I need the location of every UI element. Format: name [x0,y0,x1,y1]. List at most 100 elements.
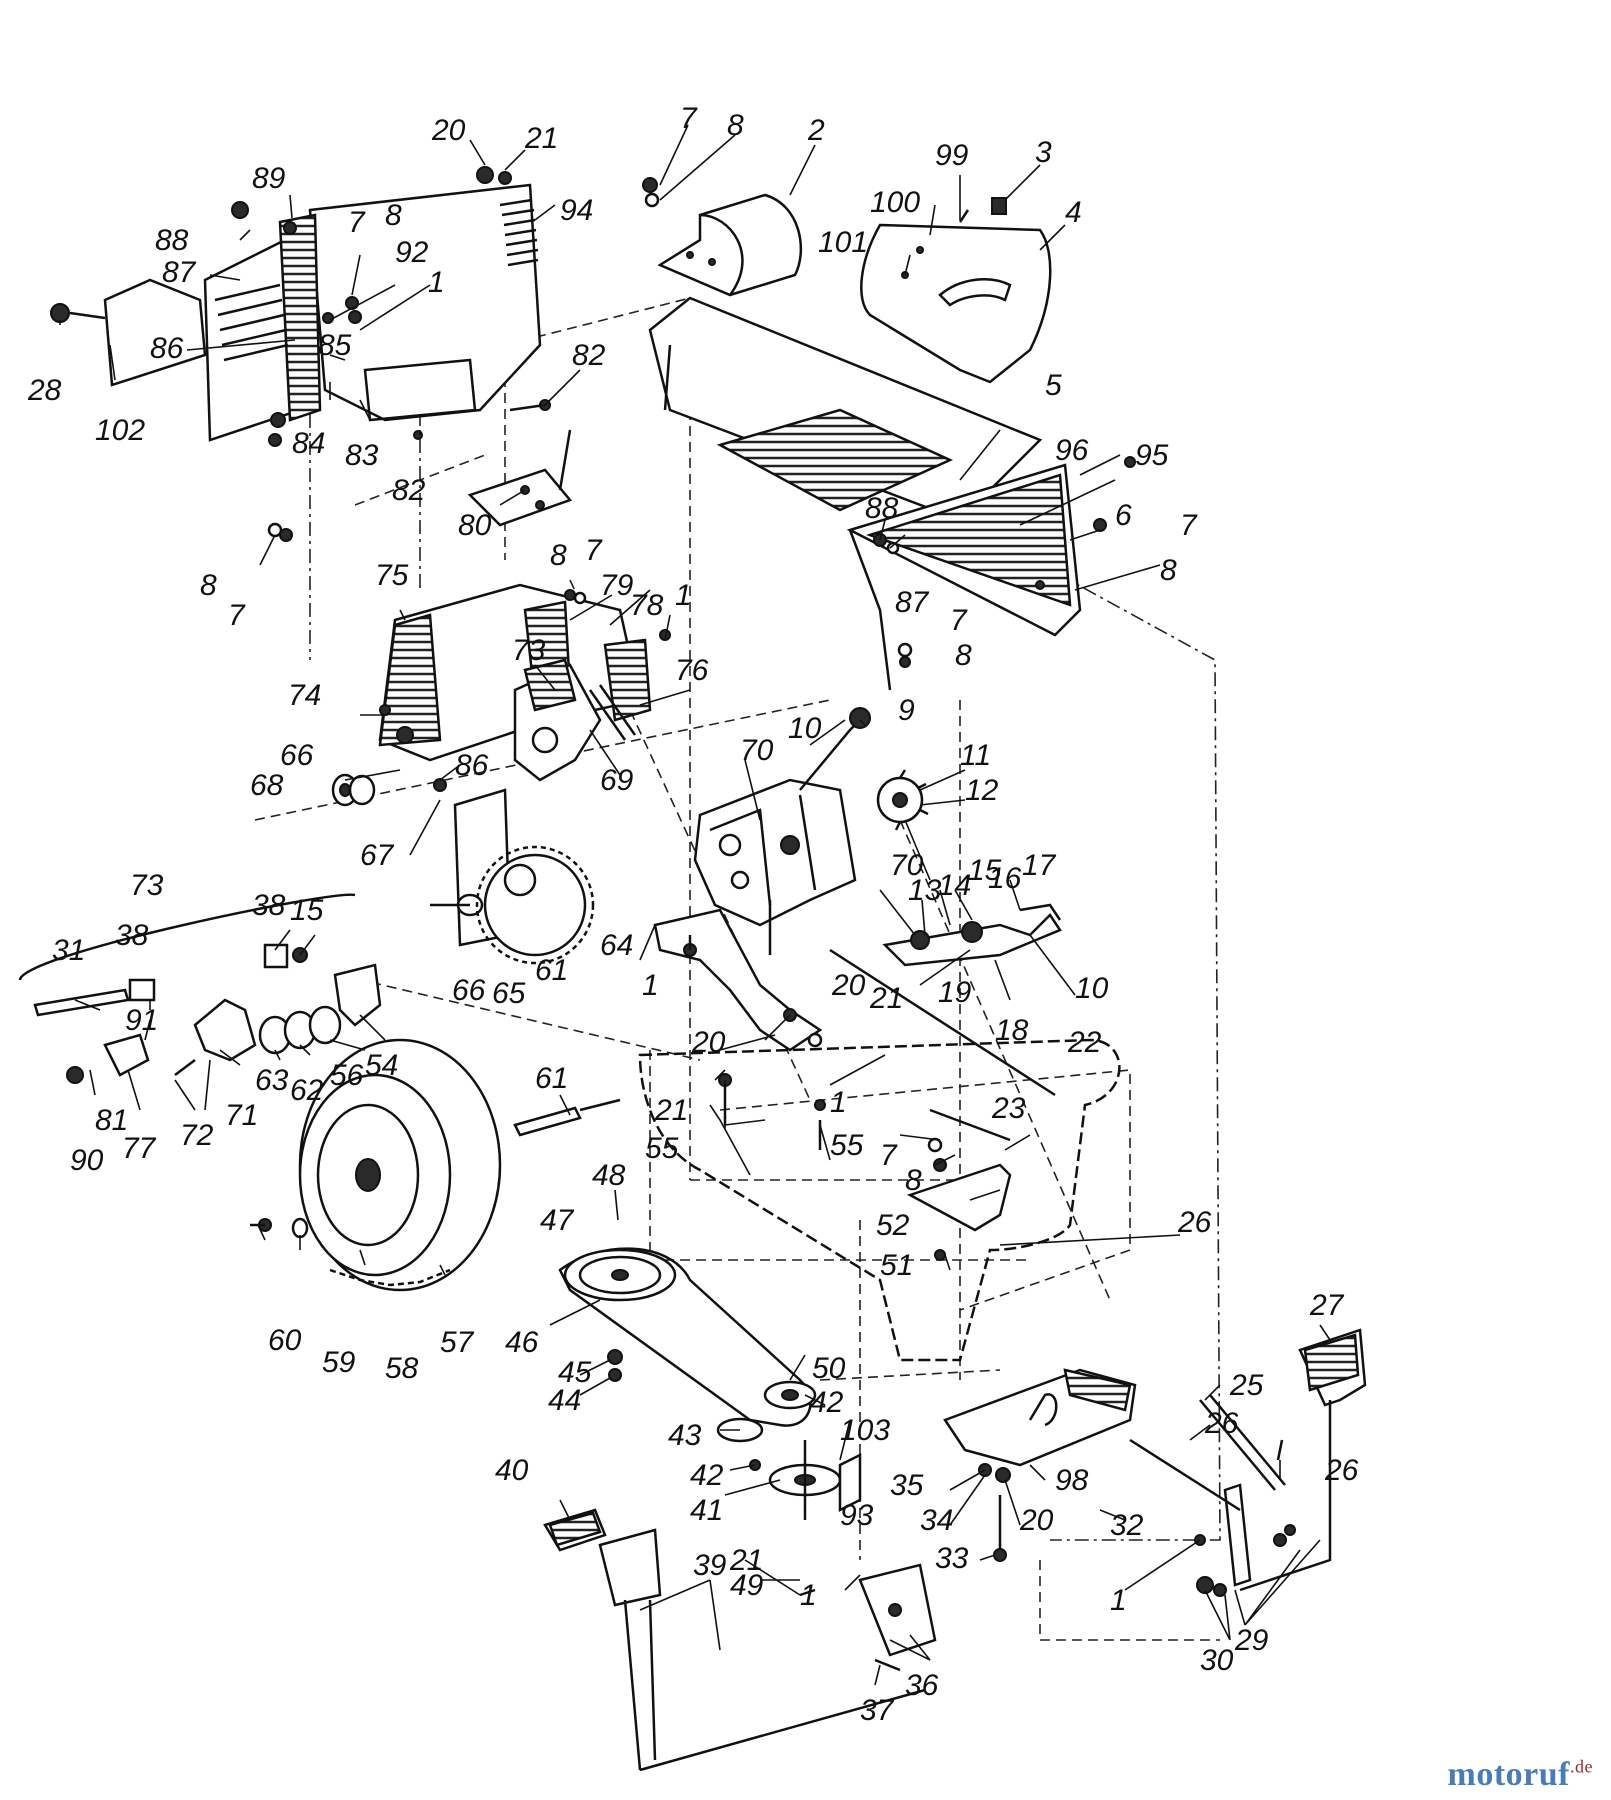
part-callout: 67 [360,839,395,872]
part-callout: 89 [252,162,286,195]
callout-leader-lines [59,124,1331,1686]
brake-pedal-assembly [543,1508,937,1772]
part-callout: 21 [654,1094,688,1127]
part-callout: 19 [938,976,972,1009]
part-callout: 63 [255,1064,289,1097]
part-callout: 42 [690,1459,724,1492]
part-callout: 82 [392,474,426,507]
part-callout: 73 [130,869,164,902]
part-callout: 20 [431,114,466,147]
watermark-tld-text: .de [1570,1756,1593,1777]
part-callout: 7 [585,534,603,567]
part-callout: 1 [642,969,659,1002]
part-callout: 101 [818,226,868,259]
hardware-fasteners [267,177,1136,1153]
part-callout: 21 [524,122,558,155]
part-callout: 83 [345,439,379,472]
part-callout: 10 [788,712,822,745]
part-callout: 22 [1067,1026,1102,1059]
clutch-pedal-assembly [1129,1328,1367,1597]
part-callout: 46 [505,1326,539,1359]
part-callout-labels: 7 8 2 99 3 100 4 101 20 21 89 94 88 7 8 … [27,102,1359,1727]
part-callout: 86 [150,332,184,365]
part-callout: 15 [968,854,1002,887]
part-callout: 8 [200,569,217,602]
part-callout: 26 [1204,1407,1239,1440]
part-callout: 37 [860,1694,895,1727]
shafts-and-rods [513,948,1056,1137]
part-callout: 58 [385,1352,419,1385]
part-callout: 69 [600,764,634,797]
part-callout: 21 [869,982,903,1015]
part-callout: 30 [1200,1644,1234,1677]
brake-cam-assembly [18,893,382,1084]
part-callout: 52 [876,1209,910,1242]
part-callout: 90 [70,1144,104,1177]
part-callout: 70 [740,734,774,767]
part-callout: 15 [290,894,324,927]
part-callout: 99 [935,139,969,172]
part-callout: 66 [280,739,314,772]
shift-plate [882,903,1062,967]
part-callout: 80 [458,509,492,542]
part-callout: 8 [1160,554,1177,587]
part-callout: 21 [729,1544,763,1577]
part-callout: 12 [965,774,999,807]
part-callout: 25 [1229,1369,1264,1402]
idler-pulleys [331,773,376,807]
part-callout: 6 [1115,499,1132,532]
part-callout: 7 [680,102,698,135]
part-callout: 93 [840,1499,874,1532]
drive-wheel-tire [250,1038,502,1292]
part-callout: 54 [365,1049,398,1082]
part-callout: 11 [960,739,991,772]
rear-panel-assembly [50,166,551,447]
part-callout: 102 [95,414,145,447]
part-callout: 98 [1055,1464,1089,1497]
part-callout: 18 [995,1014,1029,1047]
part-callout: 28 [27,374,62,407]
part-callout: 8 [550,539,567,572]
part-callout: 75 [375,559,409,592]
part-callout: 81 [95,1104,128,1137]
part-callout: 79 [600,569,634,602]
part-callout: 29 [1234,1624,1269,1657]
part-callout: 72 [180,1119,214,1152]
part-callout: 57 [440,1326,475,1359]
part-callout: 39 [693,1549,727,1582]
transaxle-gearbox [693,707,871,955]
part-callout: 1 [675,579,692,612]
part-callout: 27 [1309,1289,1345,1322]
drive-belt-and-pulleys [558,1247,862,1520]
part-callout: 95 [1135,439,1169,472]
part-callout: 84 [292,427,325,460]
part-callout: 8 [727,109,744,142]
part-callout: 51 [880,1249,913,1282]
part-callout: 8 [905,1164,922,1197]
part-callout: 82 [572,339,606,372]
fender-cover-plate [860,197,1052,384]
part-callout: 7 [228,599,246,632]
part-callout: 55 [645,1132,679,1165]
part-callout: 13 [908,874,942,907]
part-callout: 34 [920,1504,953,1537]
part-callout: 3 [1035,136,1052,169]
part-callout: 47 [540,1204,575,1237]
site-watermark-logo: motoruf.de [1448,1756,1593,1794]
part-callout: 65 [492,977,526,1010]
part-callout: 68 [250,769,284,802]
small-sprocket [876,769,929,831]
part-callout: 1 [428,266,445,299]
part-callout: 103 [840,1414,890,1447]
transmission-housing [378,583,652,762]
part-callout: 100 [870,186,920,219]
part-callout: 94 [560,194,593,227]
part-callout: 88 [865,492,899,525]
part-callout: 92 [395,236,429,269]
part-callout: 20 [691,1026,726,1059]
lower-mount-bracket [653,908,823,1052]
part-callout: 86 [455,749,489,782]
part-callout: 70 [890,849,924,882]
part-callout: 16 [988,862,1022,895]
axle-support-and-sprocket [430,788,595,965]
